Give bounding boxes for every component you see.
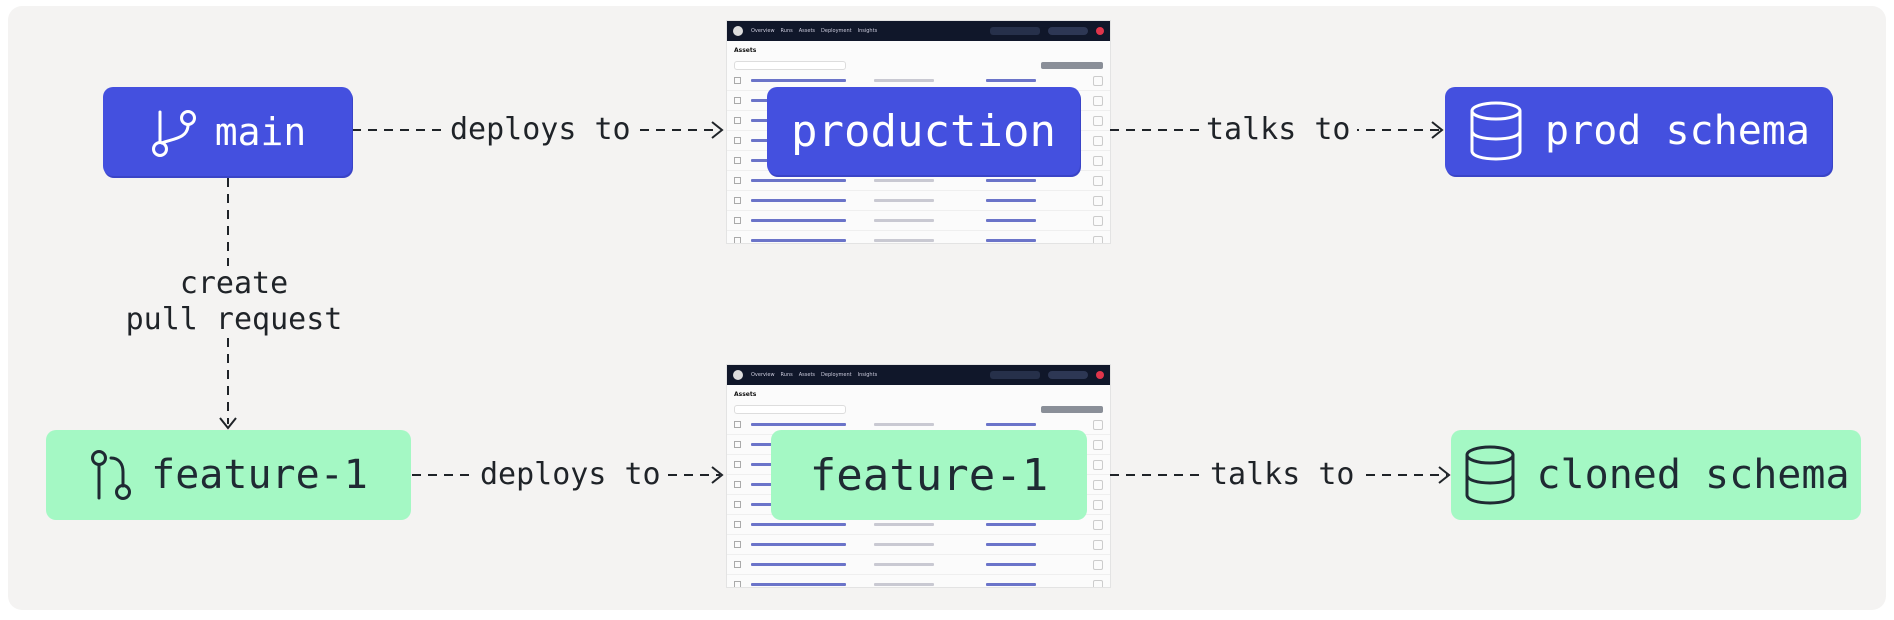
nav-runs: Runs: [780, 28, 793, 34]
screenshot-page-title: Assets: [734, 46, 757, 54]
arrowhead: [711, 466, 724, 484]
edge-label-line: pull request: [125, 302, 343, 337]
screenshot-row: [727, 555, 1110, 575]
screenshot-row: [727, 575, 1110, 587]
database-icon: [1467, 101, 1525, 161]
arrowhead: [1438, 466, 1451, 484]
arrowhead: [219, 417, 237, 430]
screenshot-avatar: [1096, 371, 1104, 379]
app-logo-icon: [733, 370, 743, 380]
screenshot-toolbar: [727, 59, 1110, 71]
node-feature-branch: feature-1: [46, 430, 411, 520]
screenshot-nav: Overview Runs Assets Deployment Insights: [751, 372, 883, 378]
node-main-branch: main: [103, 87, 352, 176]
node-label: main: [214, 109, 307, 154]
screenshot-toolbar: [727, 403, 1110, 415]
screenshot-row: [727, 211, 1110, 231]
edge-label-main-deploys: deploys to: [444, 112, 637, 148]
nav-assets: Assets: [798, 372, 816, 378]
node-label: prod schema: [1545, 108, 1810, 154]
edge-label-deployment-talks: talks to: [1204, 457, 1361, 493]
node-label: feature-1: [151, 452, 368, 498]
screenshot-row: [727, 171, 1110, 191]
screenshot-row: [727, 515, 1110, 535]
arrowhead: [711, 121, 724, 139]
nav-deployment: Deployment: [821, 372, 852, 378]
screenshot-search: [990, 371, 1040, 379]
node-feature-deployment: feature-1: [771, 430, 1087, 520]
screenshot-page-title: Assets: [734, 390, 757, 398]
screenshot-topbar: Overview Runs Assets Deployment Insights: [727, 365, 1110, 385]
screenshot-nav: Overview Runs Assets Deployment Insights: [751, 28, 883, 34]
nav-overview: Overview: [751, 28, 775, 34]
node-label: production: [791, 105, 1056, 157]
arrowhead: [1431, 121, 1444, 139]
git-pull-request-icon: [89, 448, 137, 502]
database-icon: [1462, 445, 1518, 505]
screenshot-search: [990, 27, 1040, 35]
nav-runs: Runs: [780, 372, 793, 378]
screenshot-row: [727, 191, 1110, 211]
git-branch-icon: [149, 106, 201, 158]
edge-label-line: create: [179, 266, 289, 301]
node-label: feature-1: [809, 449, 1049, 501]
node-prod-schema: prod schema: [1445, 87, 1832, 175]
nav-deployment: Deployment: [821, 28, 852, 34]
edge-label-production-talks: talks to: [1200, 112, 1357, 148]
screenshot-topbar: Overview Runs Assets Deployment Insights: [727, 21, 1110, 41]
node-cloned-schema: cloned schema: [1451, 430, 1861, 520]
nav-insights: Insights: [857, 372, 878, 378]
screenshot-deployment-pill: [1048, 27, 1088, 35]
edge-label-create-pull-request: create pull request: [116, 266, 352, 338]
screenshot-deployment-pill: [1048, 371, 1088, 379]
nav-insights: Insights: [857, 28, 878, 34]
nav-overview: Overview: [751, 372, 775, 378]
screenshot-avatar: [1096, 27, 1104, 35]
app-logo-icon: [733, 26, 743, 36]
screenshot-row: [727, 535, 1110, 555]
nav-assets: Assets: [798, 28, 816, 34]
node-production: production: [767, 87, 1080, 175]
node-label: cloned schema: [1536, 452, 1850, 498]
screenshot-row: [727, 231, 1110, 243]
edge-label-feature-deploys: deploys to: [474, 457, 667, 493]
